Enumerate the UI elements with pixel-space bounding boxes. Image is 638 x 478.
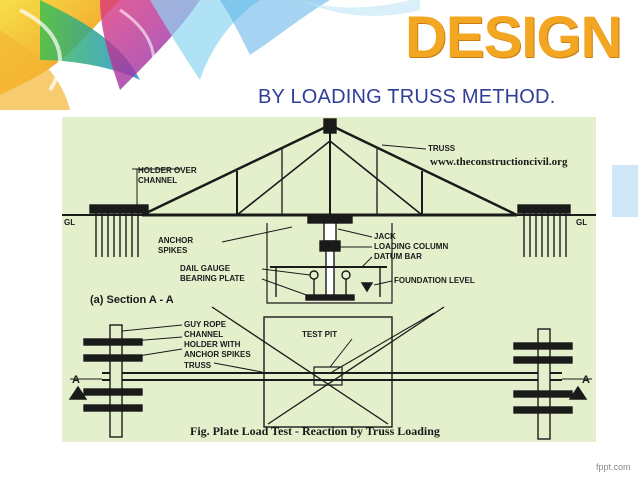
label-gl-right: GL: [576, 218, 587, 227]
label-truss: TRUSS: [428, 144, 456, 153]
label-bearing-plate: BEARING PLATE: [180, 274, 245, 283]
label-anchor-spikes: ANCHOR SPIKES: [184, 350, 251, 359]
label-channel-plan: CHANNEL: [184, 330, 223, 339]
label-truss-plan: TRUSS: [184, 361, 212, 370]
label-datum-bar: DATUM BAR: [374, 252, 422, 261]
label-section-marker-left: A: [72, 374, 80, 386]
label-anchor: ANCHOR: [158, 236, 193, 245]
label-section-a-a: (a) Section A - A: [90, 294, 174, 306]
label-section-marker-right: A: [582, 374, 590, 386]
label-channel: CHANNEL: [138, 176, 177, 185]
slide-title: DESIGN: [405, 5, 622, 70]
figure-caption: Fig. Plate Load Test - Reaction by Truss…: [190, 424, 440, 438]
side-accent-bar: [612, 165, 638, 217]
label-foundation-level: FOUNDATION LEVEL: [394, 276, 475, 285]
label-guy-rope: GUY ROPE: [184, 320, 227, 329]
label-test-pit: TEST PIT: [302, 330, 337, 339]
truss-loading-diagram: TRUSS www.theconstructioncivil.org HOLDE…: [62, 117, 596, 442]
footer-brand: fppt.com: [596, 462, 631, 472]
label-gl-left: GL: [64, 218, 75, 227]
label-spikes: SPIKES: [158, 246, 188, 255]
decorative-swirl-graphic: [0, 0, 420, 110]
slide-subtitle: BY LOADING TRUSS METHOD.: [258, 86, 556, 108]
label-jack: JACK: [374, 232, 396, 241]
label-loading-column: LOADING COLUMN: [374, 242, 448, 251]
label-holder-over: HOLDER OVER: [138, 166, 197, 175]
truss-diagram-svg: TRUSS www.theconstructioncivil.org HOLDE…: [62, 118, 596, 440]
label-holder-with: HOLDER WITH: [184, 340, 241, 349]
label-dail-gauge: DAIL GAUGE: [180, 264, 231, 273]
label-website: www.theconstructioncivil.org: [430, 156, 568, 168]
